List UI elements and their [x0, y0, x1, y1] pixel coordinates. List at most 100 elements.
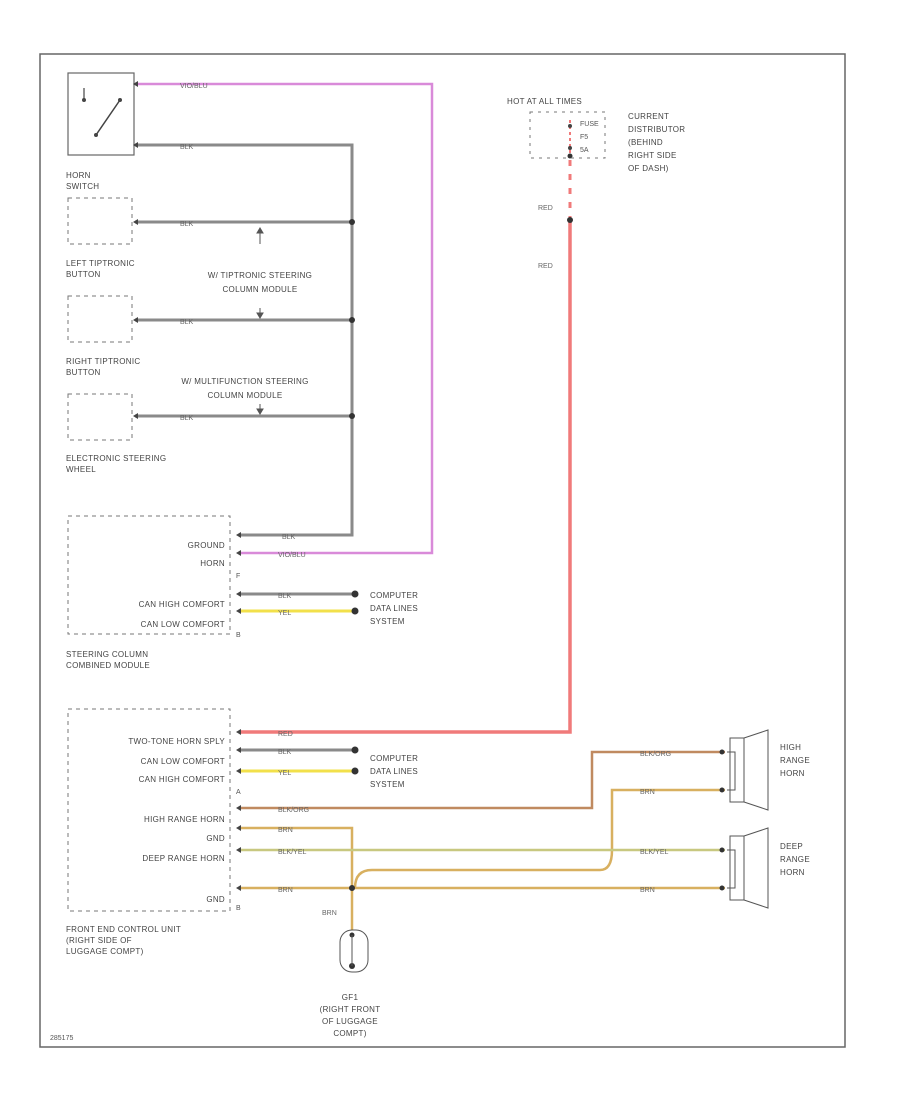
wire-blk-main [135, 143, 354, 537]
fuse-label: 5A [580, 147, 589, 154]
high-range-horn-label: HIGH [780, 743, 801, 752]
horn-switch-label: HORN [66, 171, 91, 180]
electronic-steering-wheel-label: ELECTRONIC STEERING [66, 454, 166, 463]
current-distributor-label: (BEHIND [628, 138, 663, 147]
data-lines-label-1: DATA LINES [370, 604, 418, 613]
scm-pin-ground: GROUND [188, 541, 225, 550]
connector-arrow [133, 413, 138, 419]
wire-label-blk-org: BLK/ORG [278, 807, 309, 814]
data-lines-label-1: SYSTEM [370, 617, 405, 626]
wire-label-red: RED [538, 205, 553, 212]
connector-arrow [133, 317, 138, 323]
multifunction-module-note: COLUMN MODULE [207, 391, 282, 400]
scm-connector-arrows [236, 532, 241, 614]
diagram-id: 285175 [50, 1035, 73, 1042]
wire-label-brn: BRN [278, 827, 293, 834]
tiptronic-module-note: COLUMN MODULE [222, 285, 297, 294]
current-distributor-label: CURRENT [628, 112, 669, 121]
electronic-steering-wheel-label: WHEEL [66, 465, 96, 474]
right-tiptronic-button-box [67, 295, 133, 343]
right-tiptronic-label: RIGHT TIPTRONIC [66, 357, 140, 366]
fecu-pin-can-high: CAN HIGH COMFORT [139, 775, 225, 784]
fecu-title: (RIGHT SIDE OF [66, 936, 132, 945]
deep-range-horn-label: RANGE [780, 855, 810, 864]
ground-point-icon [339, 929, 369, 973]
wire-label-brn: BRN [640, 789, 655, 796]
tiptronic-module-note: W/ TIPTRONIC STEERING [208, 271, 312, 280]
diagram-frame [39, 53, 846, 1048]
splice-dots [349, 153, 573, 891]
left-tiptronic-button-box [67, 197, 133, 245]
data-lines-label-1: COMPUTER [370, 591, 418, 600]
fecu-title: LUGGAGE COMPT) [66, 947, 144, 956]
fecu-pin-high-range-horn: HIGH RANGE HORN [144, 815, 225, 824]
fecu-pin-gnd-2: GND [206, 895, 225, 904]
wire-label-brn: BRN [322, 910, 337, 917]
fecu-pin-gnd-1: GND [206, 834, 225, 843]
electronic-steering-wheel-box [67, 393, 133, 441]
wire-label-yel: YEL [278, 770, 291, 777]
fuse-label: F5 [580, 134, 588, 141]
left-tiptronic-label: LEFT TIPTRONIC [66, 259, 135, 268]
wire-label-vio-blu: VIO/BLU [180, 83, 208, 90]
left-tiptronic-label: BUTTON [66, 270, 101, 279]
ground-point-label: COMPT) [333, 1029, 366, 1038]
wire-label-red: RED [538, 263, 553, 270]
wire-label-yel: YEL [278, 610, 291, 617]
wire-vio-blu [135, 82, 434, 555]
scm-connector-b: B [236, 632, 241, 639]
wire-brn-high-horn [353, 788, 725, 889]
wire-label-blk-yel: BLK/YEL [278, 849, 307, 856]
wire-blk-org [240, 750, 725, 810]
right-tiptronic-label: BUTTON [66, 368, 101, 377]
scm-pin-horn: HORN [200, 559, 225, 568]
fecu-connector-arrows [236, 729, 241, 891]
scm-connector-f: F [236, 573, 240, 580]
fecu-pin-can-low: CAN LOW COMFORT [141, 757, 225, 766]
ground-point-label: GF1 [342, 993, 359, 1002]
fuse-panel-box [529, 111, 606, 159]
deep-range-horn-icon [719, 827, 769, 909]
hot-at-all-times-label: HOT AT ALL TIMES [507, 97, 582, 106]
scm-pin-can-high: CAN HIGH COMFORT [139, 600, 225, 609]
scm-title: COMBINED MODULE [66, 661, 150, 670]
wire-label-brn: BRN [640, 887, 655, 894]
current-distributor-label: DISTRIBUTOR [628, 125, 685, 134]
high-range-horn-icon [719, 729, 769, 811]
fuse-icon [568, 120, 572, 154]
wire-label-blk: BLK [282, 534, 296, 541]
wire-label-vio-blu: VIO/BLU [278, 552, 306, 559]
wire-label-blk: BLK [180, 415, 194, 422]
high-range-horn-label: RANGE [780, 756, 810, 765]
wire-label-blk: BLK [278, 593, 292, 600]
deep-range-horn-label: DEEP [780, 842, 803, 851]
current-distributor-label: OF DASH) [628, 164, 669, 173]
fecu-pin-two-tone-horn: TWO-TONE HORN SPLY [128, 737, 225, 746]
fecu-connector-a: A [236, 789, 241, 796]
wire-label-blk-org: BLK/ORG [640, 751, 671, 758]
wire-label-blk: BLK [180, 221, 194, 228]
fecu-title: FRONT END CONTROL UNIT [66, 925, 181, 934]
scm-title: STEERING COLUMN [66, 650, 148, 659]
fecu-pin-deep-range-horn: DEEP RANGE HORN [142, 854, 225, 863]
data-lines-label-2: DATA LINES [370, 767, 418, 776]
fuse-label: FUSE [580, 121, 599, 128]
module-tap-arrows [256, 227, 264, 415]
horn-switch-label: SWITCH [66, 182, 99, 191]
deep-range-horn-label: HORN [780, 868, 805, 877]
connector-arrow [133, 219, 138, 225]
horn-switch [67, 72, 138, 156]
front-end-control-unit-box [67, 708, 231, 912]
current-distributor-label: RIGHT SIDE [628, 151, 677, 160]
wire-brn-gnd1 [240, 826, 354, 888]
wire-label-blk: BLK [278, 749, 292, 756]
multifunction-module-note: W/ MULTIFUNCTION STEERING [181, 377, 308, 386]
wire-label-red: RED [278, 731, 293, 738]
data-lines-label-2: SYSTEM [370, 780, 405, 789]
wire-label-blk: BLK [180, 319, 194, 326]
wire-label-brn: BRN [278, 887, 293, 894]
high-range-horn-label: HORN [780, 769, 805, 778]
wire-label-blk-yel: BLK/YEL [640, 849, 669, 856]
wire-label-blk: BLK [180, 144, 194, 151]
